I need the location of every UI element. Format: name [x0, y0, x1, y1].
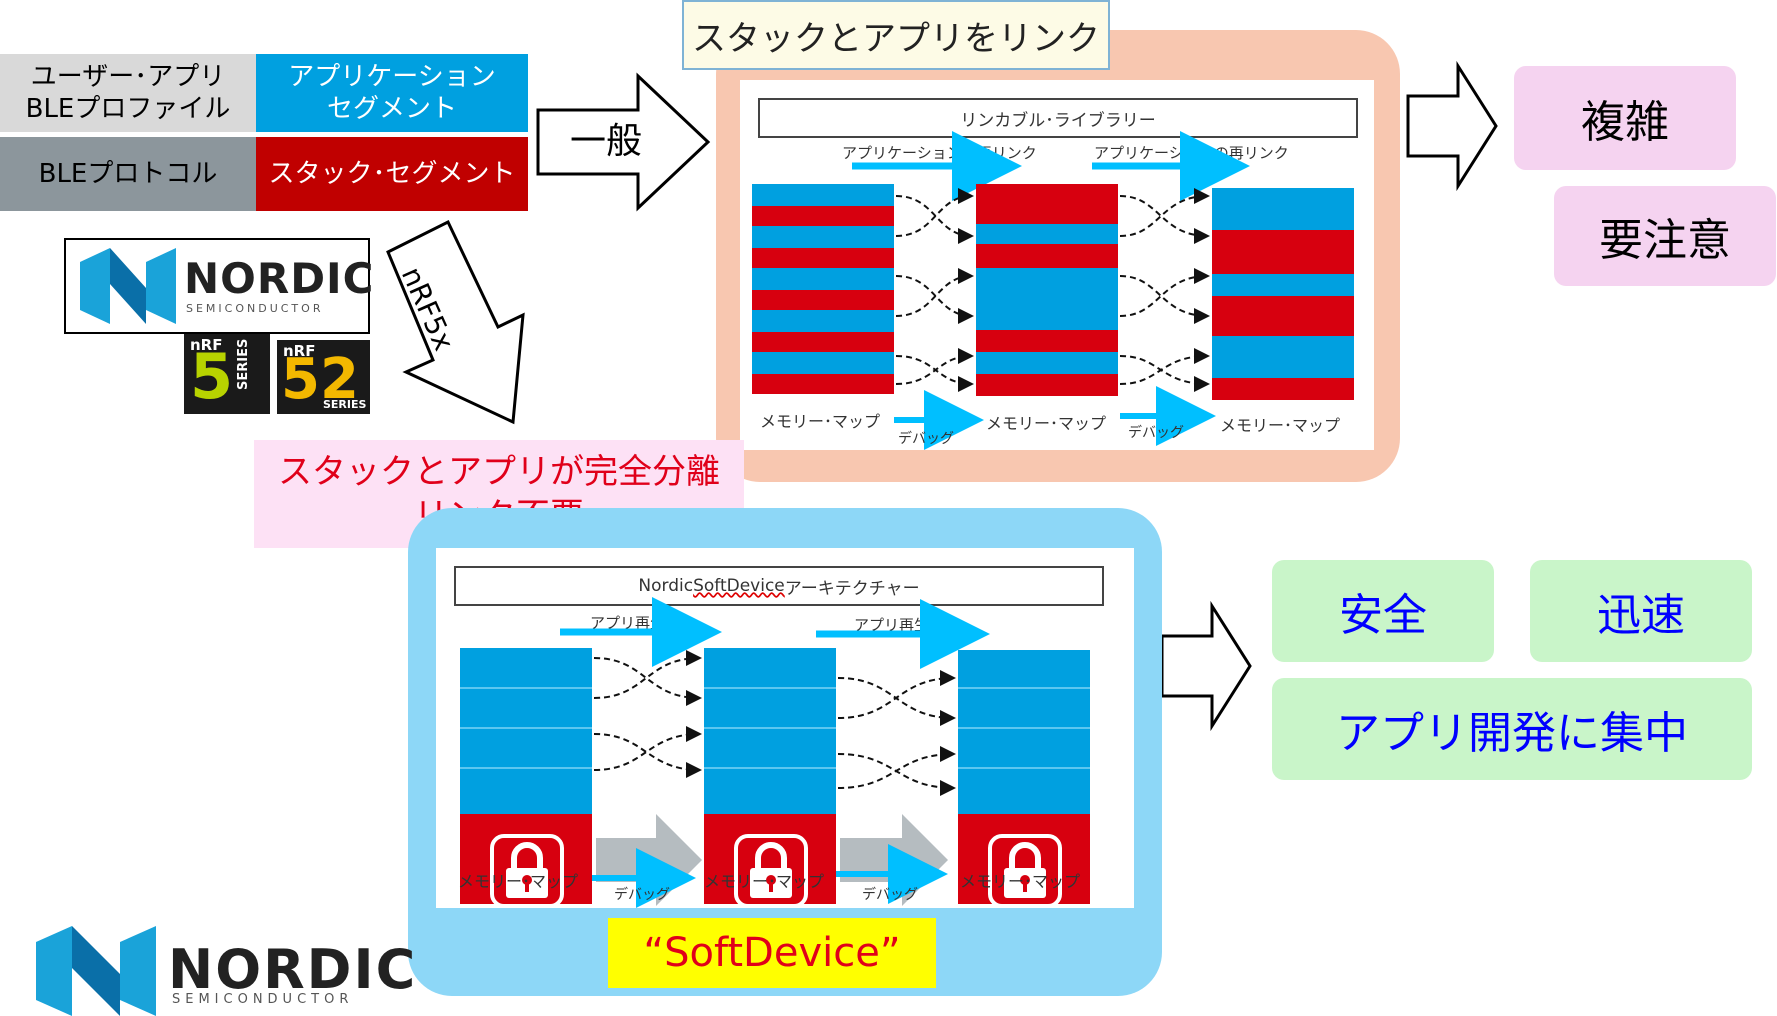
app-segment-cell: アプリケーション セグメント	[256, 54, 528, 132]
library-box: リンカブル･ライブラリー	[758, 98, 1358, 138]
memory-map-column-3	[1212, 188, 1354, 400]
caution-tag: 要注意	[1554, 186, 1776, 286]
nrf51-number: 5	[190, 340, 234, 413]
lock-icon	[734, 834, 808, 908]
lock-icon	[490, 834, 564, 908]
nrf52-label: nRF	[283, 342, 316, 360]
top-result-arrow-icon	[1406, 60, 1498, 192]
nordic-subtitle: SEMICONDUCTOR	[186, 302, 324, 315]
lock-icon	[988, 834, 1062, 908]
bottom-debug-label-1: デバッグ	[614, 887, 670, 903]
link-panel-title: スタックとアプリをリンク	[682, 0, 1110, 70]
focus-app-dev-tag: アプリ開発に集中	[1272, 678, 1752, 780]
softdevice-caption: “SoftDevice”	[608, 918, 936, 988]
softdevice-title-prefix: Nordic	[638, 576, 694, 596]
bottom-map-label-3: メモリー･マップ	[960, 872, 1081, 891]
ble-protocol-cell: BLEプロトコル	[0, 137, 256, 211]
nordic-wordmark: NORDIC	[184, 254, 375, 303]
nordic-logo-subtitle: SEMICONDUCTOR	[172, 992, 354, 1007]
nrf51-series: SERIES	[236, 338, 251, 390]
memory-map-column-1	[752, 184, 894, 394]
nordic-n-icon	[80, 248, 176, 324]
safe-tag: 安全	[1272, 560, 1494, 662]
nrf52-series: SERIES	[323, 398, 367, 411]
complex-tag: 複雑	[1514, 66, 1736, 170]
bottom-map-label-2: メモリー･マップ	[704, 872, 825, 891]
bottom-debug-label-2: デバッグ	[862, 887, 918, 903]
nrf52-number: 52	[281, 347, 359, 412]
stack-segment-cell: スタック･セグメント	[256, 137, 528, 211]
user-app-cell: ユーザー･アプリ BLEプロファイル	[0, 54, 256, 132]
memory-map-column-2	[976, 184, 1118, 396]
nrf51-label: nRF	[190, 336, 223, 354]
nrf5x-arrow-icon	[386, 219, 525, 425]
softdevice-title-main: SoftDevice	[693, 576, 785, 596]
softdevice-title-suffix: アーキテクチャー	[784, 578, 920, 599]
top-map-label-3: メモリー･マップ	[1220, 416, 1341, 435]
nordic-logo-wordmark: NORDIC	[168, 938, 418, 1001]
general-arrow-icon	[536, 72, 711, 212]
general-arrow-label: 一般	[570, 121, 643, 162]
top-map-label-2: メモリー･マップ	[986, 414, 1107, 433]
softdevice-column-1	[460, 648, 592, 904]
softdevice-title-box: Nordic SoftDevice アーキテクチャー	[454, 566, 1104, 606]
separation-note-line1: スタックとアプリが完全分離	[278, 451, 720, 492]
bottom-result-arrow-icon	[1160, 600, 1252, 732]
fast-tag: 迅速	[1530, 560, 1752, 662]
nordic-logo-box: NORDIC SEMICONDUCTOR	[64, 238, 374, 334]
nrf51-badge: nRF 5 SERIES	[184, 334, 270, 414]
link-diagram-graphics	[752, 131, 1354, 450]
bottom-map-label-1: メモリー･マップ	[458, 872, 579, 891]
top-debug-label-1: デバッグ	[898, 431, 954, 447]
top-map-label-1: メモリー･マップ	[760, 412, 881, 431]
nrf52-badge: nRF 52 SERIES	[277, 340, 370, 414]
nordic-logo-icon	[36, 926, 156, 1016]
top-debug-label-2: デバッグ	[1128, 425, 1184, 441]
